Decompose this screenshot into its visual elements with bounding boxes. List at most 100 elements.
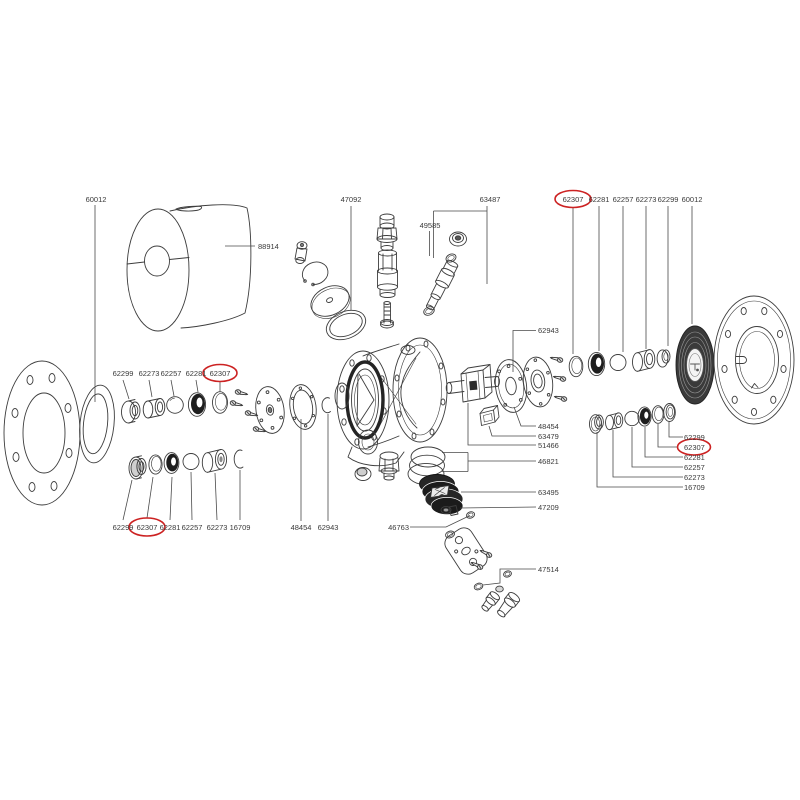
part-label-62273-topright: 62273 bbox=[636, 195, 657, 204]
part-label-62307-rightstack: 62307 bbox=[684, 443, 705, 452]
plug bbox=[481, 591, 500, 612]
left-cover-plate bbox=[255, 386, 285, 434]
muffler-plug bbox=[376, 213, 398, 251]
cover-screws-left bbox=[229, 388, 267, 434]
part-label-62281-lefttop: 62281 bbox=[186, 369, 207, 378]
left-clamp-band bbox=[79, 384, 115, 464]
part-label-62299-leftbottom: 62299 bbox=[113, 523, 134, 532]
part-label-60012-left: 60012 bbox=[86, 195, 107, 204]
part-label-48454-left: 48454 bbox=[291, 523, 312, 532]
part-label-62273-leftbottom: 62273 bbox=[207, 523, 228, 532]
part-seal-ring bbox=[568, 355, 584, 378]
left-gasket-plate bbox=[289, 384, 317, 430]
part-label-16709-rightstack: 16709 bbox=[684, 483, 705, 492]
part-label-62943-left: 62943 bbox=[318, 523, 339, 532]
plate-screws bbox=[469, 548, 493, 571]
part-label-62281-rightstack: 62281 bbox=[684, 453, 705, 462]
part-label-63495: 63495 bbox=[538, 488, 559, 497]
valve-cartridge bbox=[377, 249, 398, 298]
part-bearing bbox=[637, 406, 652, 427]
part-seal-ring bbox=[212, 391, 228, 414]
part-bearing bbox=[163, 452, 180, 474]
small-oring bbox=[465, 511, 476, 519]
pump-body bbox=[334, 337, 448, 467]
part-label-46821: 46821 bbox=[538, 457, 559, 466]
part-label-62257-topright: 62257 bbox=[613, 195, 634, 204]
part-ball bbox=[624, 410, 640, 427]
part-label-47514: 47514 bbox=[538, 565, 559, 574]
end-cap bbox=[354, 467, 372, 481]
part-label-48454-right: 48454 bbox=[538, 422, 559, 431]
leader-lines bbox=[94, 205, 693, 586]
valve-oring-bottom bbox=[423, 306, 435, 316]
part-seal-ring bbox=[148, 454, 163, 475]
part-label-47209: 47209 bbox=[538, 503, 559, 512]
part-label-63487: 63487 bbox=[480, 195, 501, 204]
part-ball bbox=[182, 453, 200, 470]
part-label-62307-leftbottom: 62307 bbox=[137, 523, 158, 532]
small-oring bbox=[473, 582, 484, 591]
part-bushing bbox=[142, 398, 166, 419]
muffler-discs bbox=[419, 474, 464, 515]
muffler-fitting bbox=[440, 505, 459, 516]
part-label-88914: 88914 bbox=[258, 242, 279, 251]
part-label-63479: 63479 bbox=[538, 432, 559, 441]
part-label-62257-rightstack: 62257 bbox=[684, 463, 705, 472]
hex-plug bbox=[378, 451, 400, 481]
part-label-46763: 46763 bbox=[388, 523, 409, 532]
part-label-62257-leftbottom: 62257 bbox=[182, 523, 203, 532]
part-bearing bbox=[187, 392, 207, 417]
stud-bolt bbox=[380, 301, 394, 329]
part-bushing bbox=[201, 448, 228, 473]
part-label-47092: 47092 bbox=[341, 195, 362, 204]
part-flanged-ring bbox=[663, 403, 676, 422]
cylinder-88914 bbox=[126, 204, 252, 332]
highlight-circles bbox=[128, 189, 712, 537]
left-flange-disc bbox=[3, 360, 81, 506]
part-label-62299-lefttop: 62299 bbox=[113, 369, 134, 378]
valve-spool-shaft bbox=[445, 364, 500, 403]
small-oring bbox=[503, 570, 512, 578]
part-bushing bbox=[605, 412, 624, 431]
right-diaphragm-plate bbox=[522, 356, 554, 408]
valve-block bbox=[479, 405, 500, 426]
part-label-60012-right: 60012 bbox=[682, 195, 703, 204]
highlight-circle-left-bottom bbox=[128, 517, 166, 537]
small-oring bbox=[445, 530, 455, 539]
right-clamp-disc bbox=[675, 325, 715, 405]
highlight-circle-left-top bbox=[202, 363, 238, 383]
part-circlip bbox=[233, 449, 244, 469]
part-label-62307-lefttop: 62307 bbox=[210, 369, 231, 378]
plug bbox=[496, 592, 521, 618]
diaphragm-disc bbox=[310, 285, 351, 319]
part-flanged-bushing bbox=[121, 399, 141, 424]
left-circlip bbox=[321, 397, 331, 414]
highlight-circle-top-right bbox=[554, 189, 592, 209]
part-label-62307-topright: 62307 bbox=[563, 195, 584, 204]
part-label-62281-leftbottom: 62281 bbox=[160, 523, 181, 532]
part-label-16709-leftbottom: 16709 bbox=[230, 523, 251, 532]
grease-fitting bbox=[294, 241, 308, 264]
part-label-49585: 49585 bbox=[420, 221, 441, 230]
part-ball bbox=[609, 354, 627, 371]
highlight-circle-right-stack bbox=[676, 438, 712, 456]
part-seal-ring bbox=[651, 405, 665, 424]
part-flanged-bushing bbox=[656, 349, 671, 368]
part-label-62299-topright: 62299 bbox=[658, 195, 679, 204]
valve-stem bbox=[425, 259, 459, 311]
part-labels: 60012 88914 47092 49585 63487 62307 6228… bbox=[86, 195, 705, 574]
part-label-62257-lefttop: 62257 bbox=[161, 369, 182, 378]
valve-nut bbox=[449, 231, 467, 247]
right-flange-disc bbox=[713, 295, 795, 425]
part-bearing bbox=[587, 351, 606, 377]
part-label-62273-lefttop: 62273 bbox=[139, 369, 160, 378]
part-ball bbox=[166, 396, 184, 414]
plug-cap bbox=[495, 585, 504, 593]
part-label-62299-rightstack: 62299 bbox=[684, 433, 705, 442]
part-label-62281-topright: 62281 bbox=[589, 195, 610, 204]
snap-ring bbox=[301, 261, 329, 287]
part-label-62273-rightstack: 62273 bbox=[684, 473, 705, 482]
large-oring bbox=[325, 309, 367, 341]
part-label-62943-right: 62943 bbox=[538, 326, 559, 335]
